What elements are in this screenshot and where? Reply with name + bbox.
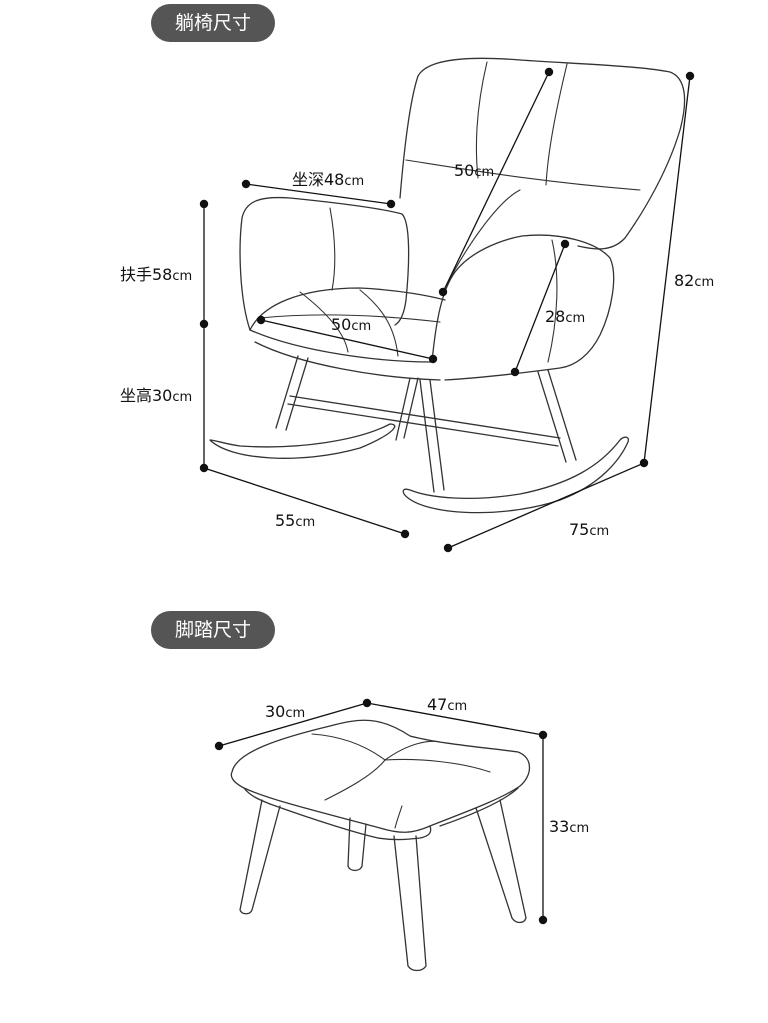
dim-point [386, 199, 396, 209]
chair-depth-label: 75cm [569, 520, 609, 539]
chair-dimensions-header: 躺椅尺寸 [151, 4, 275, 42]
footrest-depth-label: 30cm [265, 702, 305, 721]
footrest-dimension-lines [214, 698, 548, 925]
footrest-height-label: 33cm [549, 817, 589, 836]
seat-depth-label: 坐深48cm [292, 170, 364, 189]
chair-dimension-lines [199, 67, 695, 553]
dim-point [685, 71, 695, 81]
dim-point [199, 319, 209, 329]
dim-point [428, 354, 438, 364]
arm-height-label: 28cm [545, 307, 585, 326]
chair-width-label: 55cm [275, 511, 315, 530]
back-height-label: 50cm [454, 161, 494, 180]
seat-height-label: 坐高30cm [120, 386, 192, 405]
armrest-height-label: 扶手58cm [120, 265, 192, 284]
dim-point [510, 367, 520, 377]
dim-point [538, 915, 548, 925]
footrest-illustration [230, 719, 531, 972]
dim-point [544, 67, 554, 77]
dim-point [241, 179, 251, 189]
dim-point [438, 287, 448, 297]
total-height-label: 82cm [674, 271, 714, 290]
dim-point [443, 543, 453, 553]
dim-point [214, 741, 224, 751]
footrest-dimensions-header: 脚踏尺寸 [151, 611, 275, 649]
dim-point [560, 239, 570, 249]
footrest-width-label: 47cm [427, 695, 467, 714]
rocking-chair-illustration [209, 57, 686, 514]
dim-point [199, 199, 209, 209]
dim-point [256, 315, 266, 325]
dim-point [400, 529, 410, 539]
seat-width-label: 50cm [331, 315, 371, 334]
